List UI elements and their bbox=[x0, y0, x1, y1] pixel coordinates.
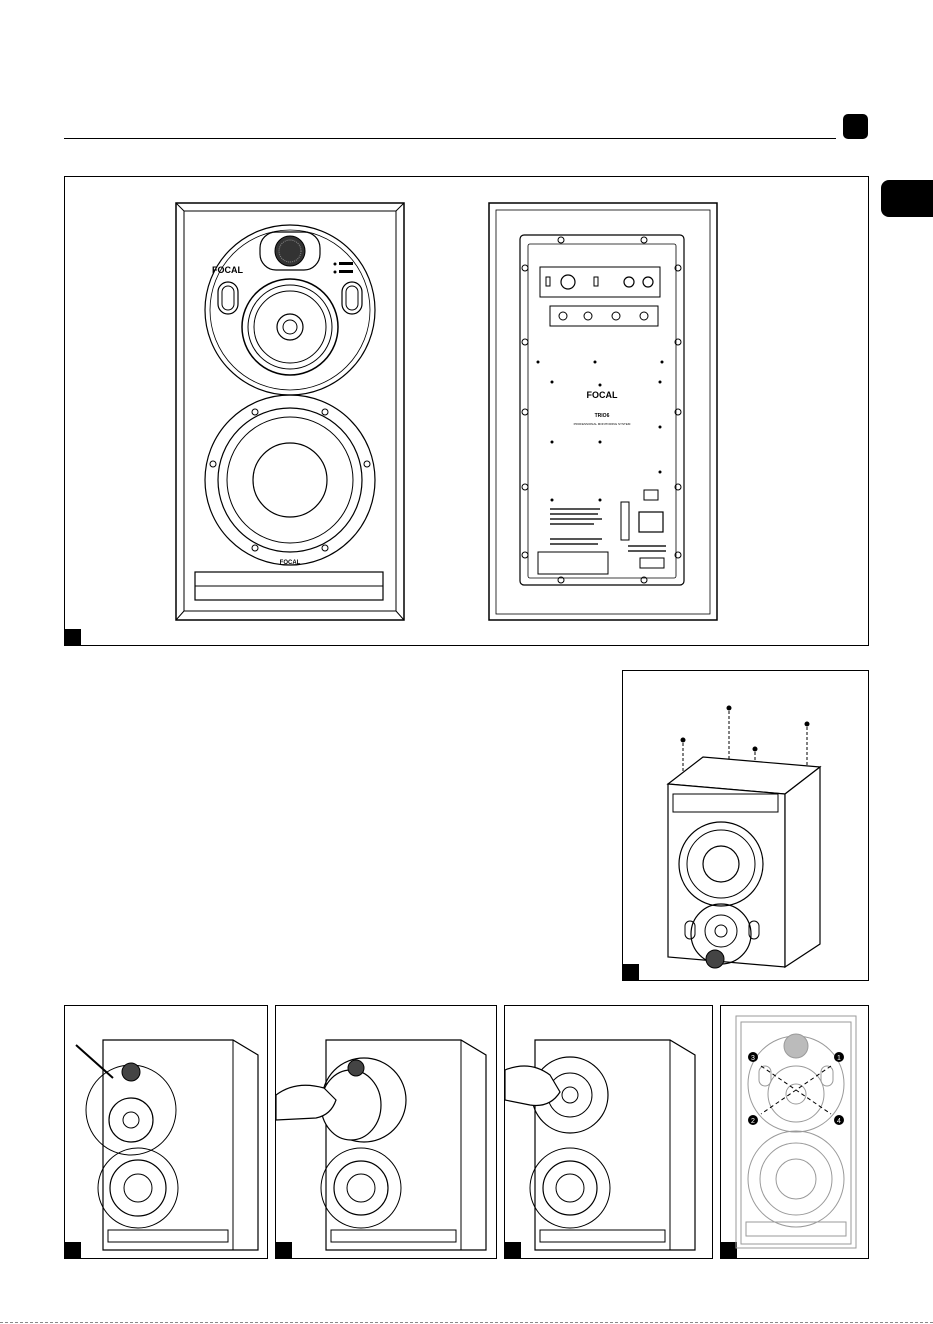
figure-front-rear: FOCAL FOCAL bbox=[64, 176, 869, 646]
rear-view-illustration: FOCAL TRIO6 PROFESSIONAL MONITORING SYST… bbox=[488, 202, 718, 622]
figure-step-3 bbox=[504, 1005, 713, 1259]
step2-remove-baffle-illustration bbox=[276, 1020, 496, 1255]
language-tab[interactable] bbox=[881, 180, 933, 217]
step1-tool-insert-illustration bbox=[73, 1020, 263, 1255]
header-rule bbox=[64, 138, 836, 139]
figure-step-4: 3 1 2 4 bbox=[720, 1005, 869, 1259]
step4-screw-order-illustration: 3 1 2 4 bbox=[731, 1014, 861, 1252]
figure-tag bbox=[64, 629, 81, 646]
rear-subtitle: PROFESSIONAL MONITORING SYSTEM bbox=[574, 422, 631, 426]
rear-model: TRIO6 bbox=[595, 413, 610, 419]
woofer-logo: FOCAL bbox=[280, 560, 301, 566]
step-number-3: 3 bbox=[751, 1055, 755, 1062]
step-number-4: 4 bbox=[837, 1118, 841, 1125]
figure-mounting bbox=[622, 670, 869, 981]
front-logo: FOCAL bbox=[212, 265, 243, 275]
front-view-illustration: FOCAL FOCAL bbox=[175, 202, 405, 622]
figure-step-1 bbox=[64, 1005, 268, 1259]
figure-tag bbox=[622, 964, 639, 981]
step-number-1: 1 bbox=[837, 1055, 841, 1062]
page-number-badge bbox=[843, 114, 868, 139]
step-number-2: 2 bbox=[751, 1118, 755, 1125]
rear-logo: FOCAL bbox=[587, 390, 618, 400]
figure-step-2 bbox=[275, 1005, 497, 1259]
mounting-illustration bbox=[663, 699, 863, 974]
step3-rotate-illustration bbox=[505, 1020, 710, 1255]
